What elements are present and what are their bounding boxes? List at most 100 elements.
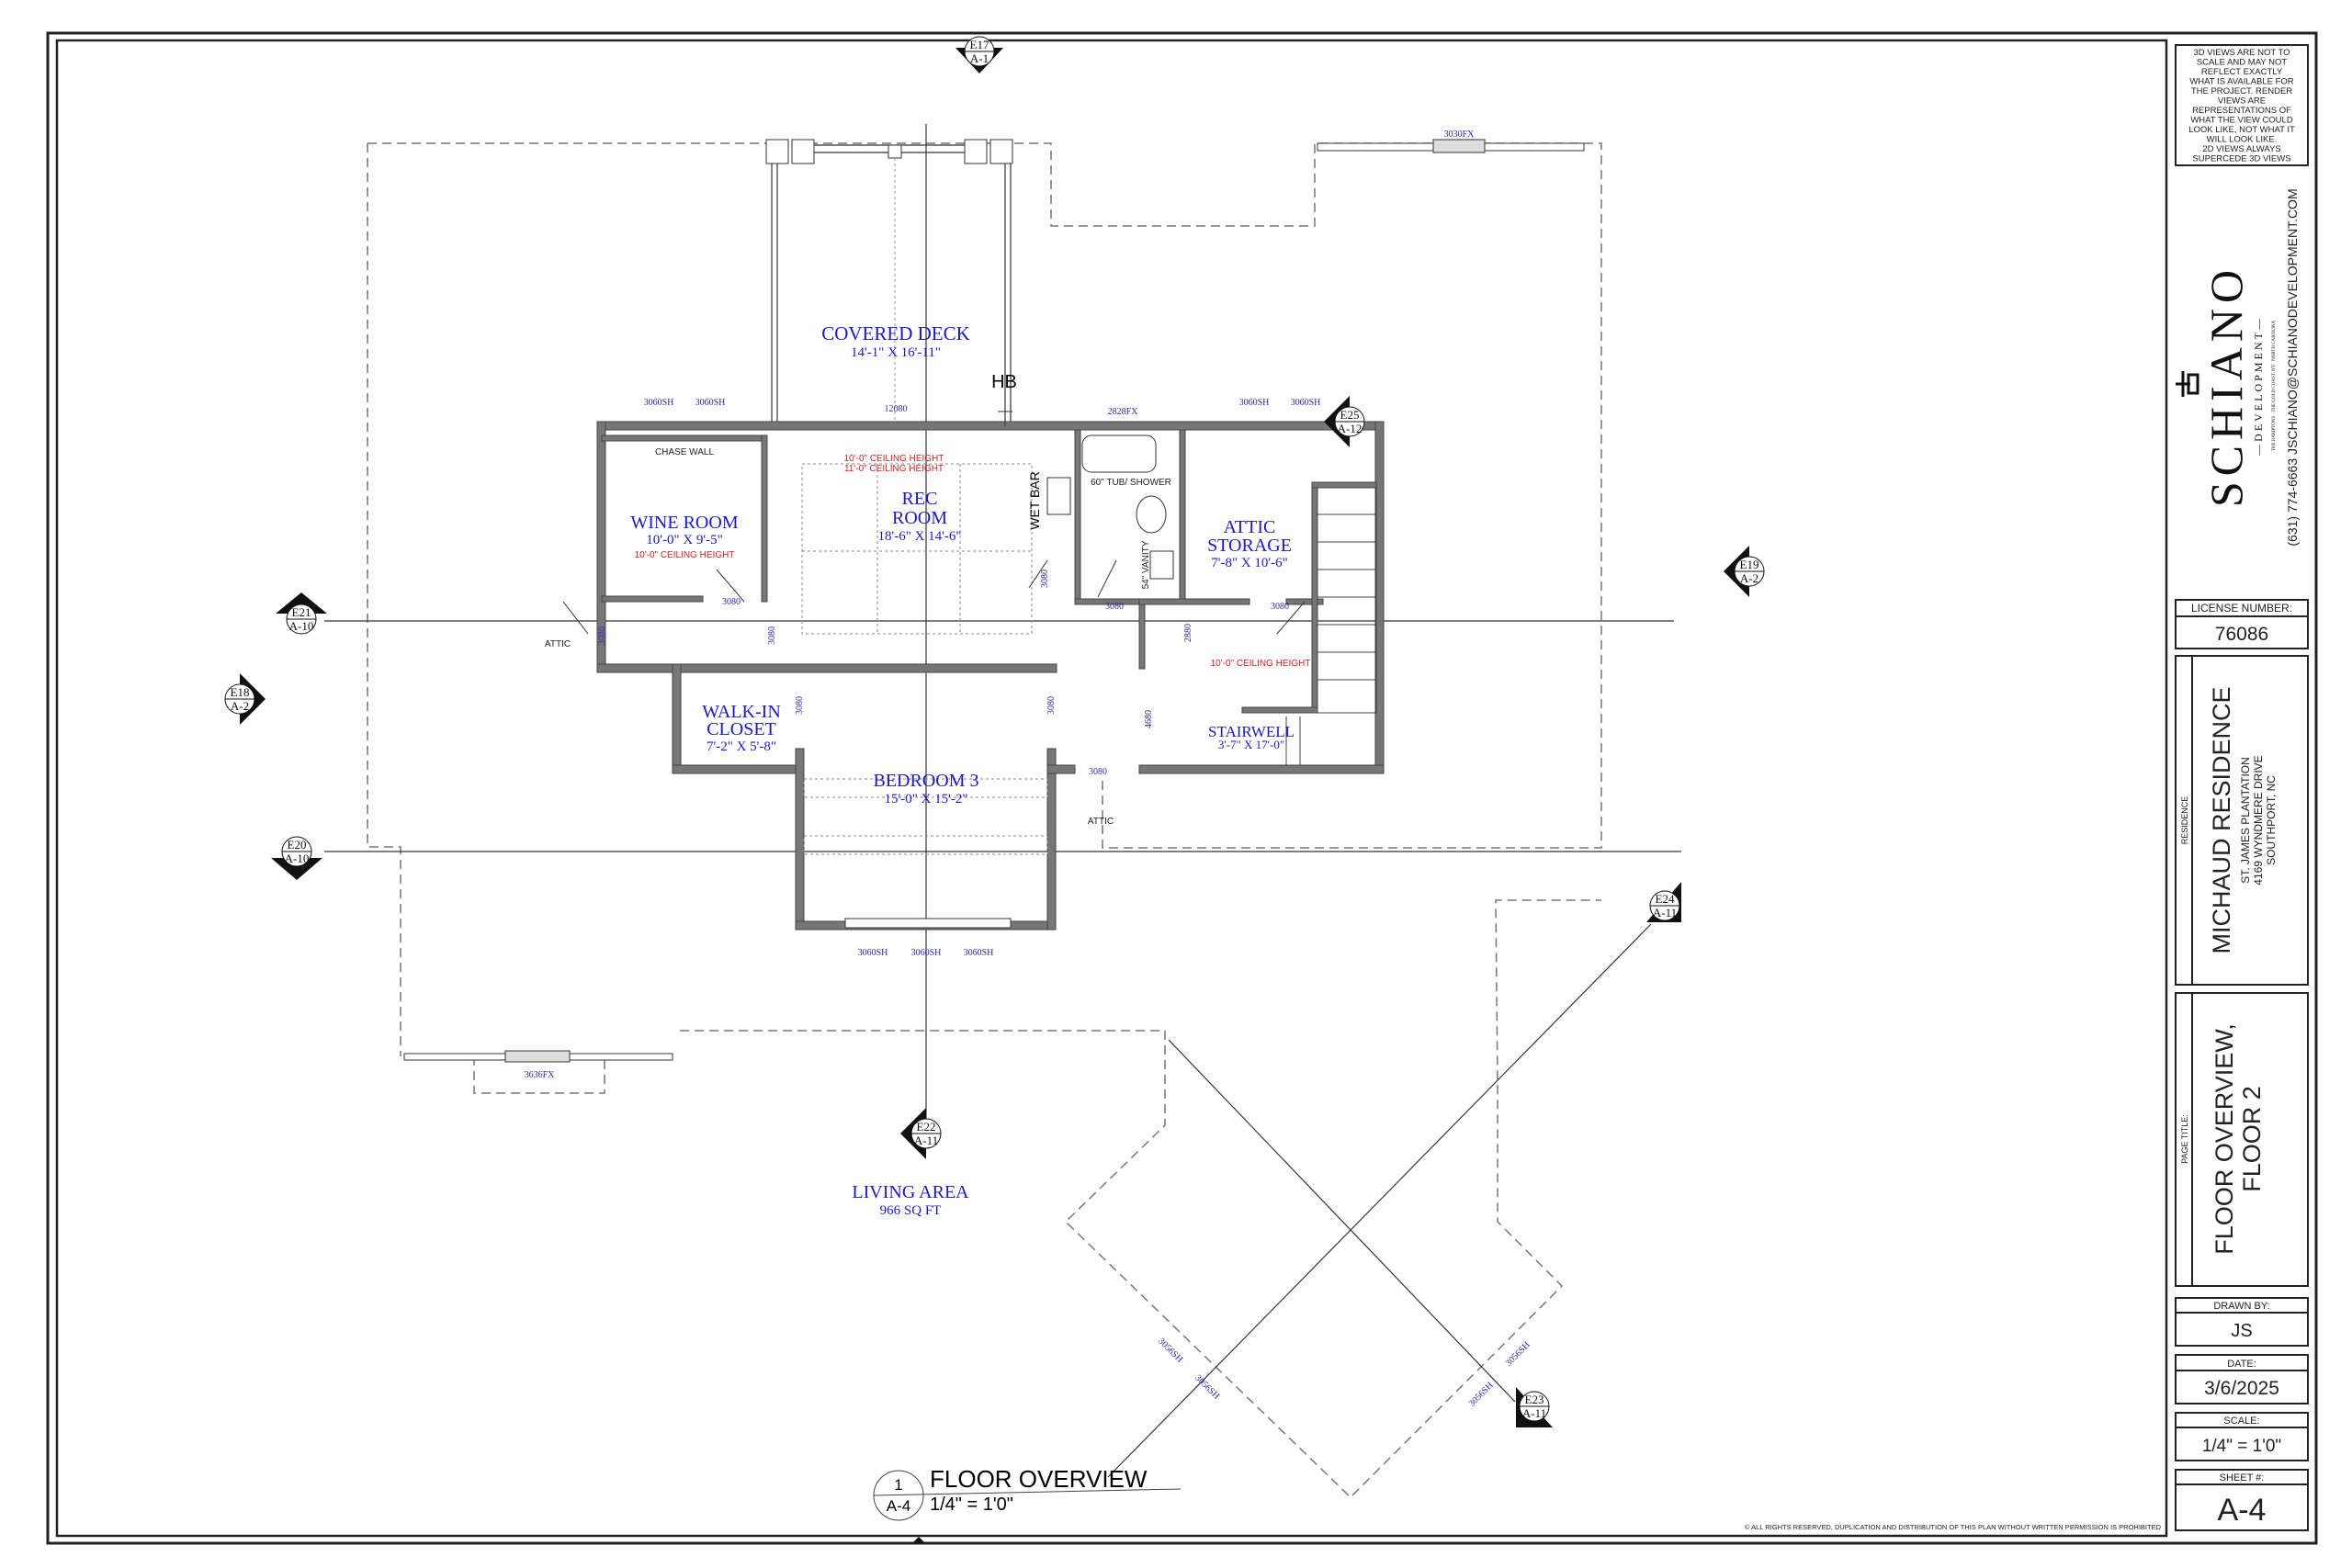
license-label: LICENSE NUMBER: [2191,602,2292,615]
residence-label: RESIDENCE [2180,796,2189,845]
copyright-notice: © ALL RIGHTS RESERVED, DUPLICATION AND D… [1745,1523,2162,1531]
drawn-by-value: JS [2231,1321,2252,1341]
rec-room-label-1: REC [902,489,938,509]
svg-text:A-2: A-2 [1740,571,1758,585]
svg-text:A-11: A-11 [914,1134,938,1147]
window-label: 3056SH [1504,1340,1532,1369]
svg-text:A-11: A-11 [1522,1406,1546,1420]
view-sheet: A-4 [887,1497,910,1515]
walk-in-closet-dims: 7'-2" X 5'-8" [707,739,776,754]
svg-text:3D VIEWS ARE NOT TO: 3D VIEWS ARE NOT TO [2193,48,2290,58]
svg-text:E20: E20 [288,838,307,852]
wine-room-dims: 10'-0" X 9'-5" [646,533,722,547]
vanity-label: 54" VANITY [1141,540,1151,589]
window-label: 3060SH [1291,398,1321,408]
rec-room-ceiling-2: 11'-0" CEILING HEIGHT [844,464,944,474]
page-title-label: PAGE TITLE: [2180,1114,2189,1164]
svg-text:A-2: A-2 [231,699,249,713]
page-title-line: FLOOR OVERVIEW, [2211,1023,2238,1255]
attic-storage-label-1: ATTIC [1224,517,1276,537]
svg-text:E18: E18 [231,685,250,699]
window-label: 3030FX [1444,130,1476,140]
svg-text:E25: E25 [1340,408,1360,422]
walls [596,421,1385,931]
door-label: 2880 [1183,624,1193,642]
crown-icon [2176,371,2199,397]
window-label: 3056SH [1467,1381,1496,1409]
sheet-number-label: SHEET #: [2220,1472,2265,1483]
svg-text:2D VIEWS ALWAYS: 2D VIEWS ALWAYS [2202,144,2280,154]
window-label: 3060SH [1239,398,1270,408]
svg-text:LOOK LIKE, NOT WHAT IT: LOOK LIKE, NOT WHAT IT [2188,125,2295,135]
svg-text:E17: E17 [970,38,989,51]
view-title: 1 A-4 FLOOR OVERVIEW 1/4" = 1'0" [873,1465,1182,1543]
date-label: DATE: [2227,1359,2256,1370]
scale-value: 1/4" = 1'0" [2202,1437,2281,1456]
attic-label: ATTIC [1088,817,1114,827]
stairwell-label: STAIRWELL [1208,723,1295,740]
svg-text:REPRESENTATIONS OF: REPRESENTATIONS OF [2192,106,2291,116]
bedroom-3-label: BEDROOM 3 [873,771,978,791]
rec-room-ceiling-1: 10'-0" CEILING HEIGHT [844,454,944,464]
rec-room-dims: 18'-6" X 14'-6" [878,529,962,544]
svg-text:THE HAMPTONS · THE GOLD COAST,: THE HAMPTONS · THE GOLD COAST, NY · NORT… [2272,320,2277,451]
svg-text:A-1: A-1 [970,51,989,65]
hose-bib-label: HB [991,372,1017,392]
sheet-number: A-4 [2218,1493,2267,1528]
lower-floor-outline [367,142,1602,1499]
svg-text:E22: E22 [917,1120,936,1134]
walk-in-closet-label-1: WALK-IN [702,702,781,722]
door-label: 3080 [1089,767,1107,777]
attic-storage-dims: 7'-8" X 10'-6" [1211,556,1287,570]
window-label: 3056SH [1193,1373,1221,1402]
covered-deck-label: COVERED DECK [821,322,970,344]
wet-bar-label: WET BAR [1027,471,1042,530]
drawn-by-label: DRAWN BY: [2213,1301,2269,1312]
page-title-line: FLOOR 2 [2238,1086,2266,1192]
attic-label: ATTIC [545,639,571,649]
svg-text:THE PROJECT. RENDER: THE PROJECT. RENDER [2191,86,2292,96]
window-label: 3060SH [911,948,942,958]
svg-text:WILL LOOK LIKE.: WILL LOOK LIKE. [2207,135,2278,145]
company-logo: SCHIANO —DEVELOPMENT— THE HAMPTONS · THE… [2176,265,2277,507]
svg-text:SUPERCEDE 3D VIEWS: SUPERCEDE 3D VIEWS [2192,154,2290,164]
bedroom-3-dims: 15'-0" X 15'-2" [885,792,968,807]
svg-text:A-10: A-10 [289,619,314,633]
window-label: 3060SH [964,948,994,958]
living-area-label: LIVING AREA [852,1182,969,1202]
address-line: 4169 WYNDMERE DRIVE [2252,755,2265,885]
door-label: 3080 [1105,602,1124,612]
chase-wall-label: CHASE WALL [655,447,715,457]
window-label: 2828FX [1108,407,1139,417]
residence-name: MICHAUD RESIDENCE [2208,686,2235,953]
drawing-border [55,39,2168,1538]
date-value: 3/6/2025 [2204,1378,2279,1399]
svg-text:A-12: A-12 [1338,422,1363,435]
walk-in-closet-label-2: CLOSET [707,719,776,739]
svg-text:A-10: A-10 [285,852,310,865]
address-line: ST. JAMES PLANTATION [2239,757,2252,884]
stairwell-dims: 3'-7" X 17'-0" [1218,738,1284,751]
svg-text:E21: E21 [292,605,311,619]
covered-deck-dims: 14'-1" X 16'-11" [851,345,941,360]
covered-deck-structure [403,139,1585,1063]
tub-shower-label: 60" TUB/ SHOWER [1091,478,1171,488]
door-label: 3080 [795,696,805,715]
svg-text:A-11: A-11 [1653,906,1677,919]
wine-room-ceiling: 10'-0" CEILING HEIGHT [635,550,735,560]
wine-room-label: WINE ROOM [630,513,738,533]
svg-text:SCHIANO: SCHIANO [2200,265,2252,507]
stairwell-ceiling: 10'-0" CEILING HEIGHT [1211,659,1311,669]
view-number: 1 [894,1476,902,1494]
window-label: 3060SH [644,398,674,408]
